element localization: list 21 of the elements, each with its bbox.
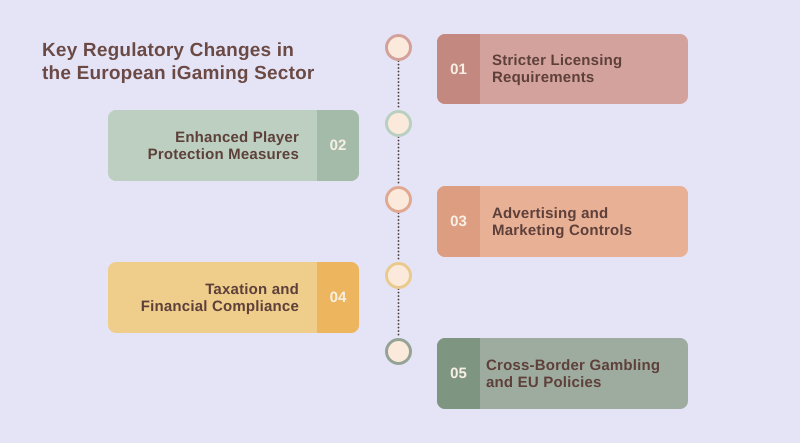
title: Key Regulatory Changes in the European iGaming Sector [42, 39, 316, 85]
step-card [437, 338, 688, 409]
step-card [108, 262, 359, 333]
number-tab [437, 34, 480, 104]
step-number: 03 [450, 213, 467, 230]
step-number: 05 [450, 365, 467, 382]
step-number: 02 [330, 137, 346, 154]
step-title: Enhanced Player Protection Measures [146, 128, 299, 162]
step-card [108, 110, 359, 181]
step-title: Stricter Licensing Requirements [492, 52, 624, 86]
step-card [437, 186, 688, 257]
step-card [437, 34, 688, 104]
step-number: 01 [450, 60, 467, 78]
number-tab [437, 338, 480, 409]
number-tab [317, 110, 359, 181]
step-title: Advertising and Marketing Controls [492, 204, 634, 238]
step-title: Taxation and Financial Compliance [140, 280, 299, 314]
step-title: Cross-Border Gambling and EU Policies [486, 356, 662, 390]
number-tab [437, 186, 480, 257]
step-number: 04 [330, 289, 346, 306]
number-tab [317, 262, 359, 333]
